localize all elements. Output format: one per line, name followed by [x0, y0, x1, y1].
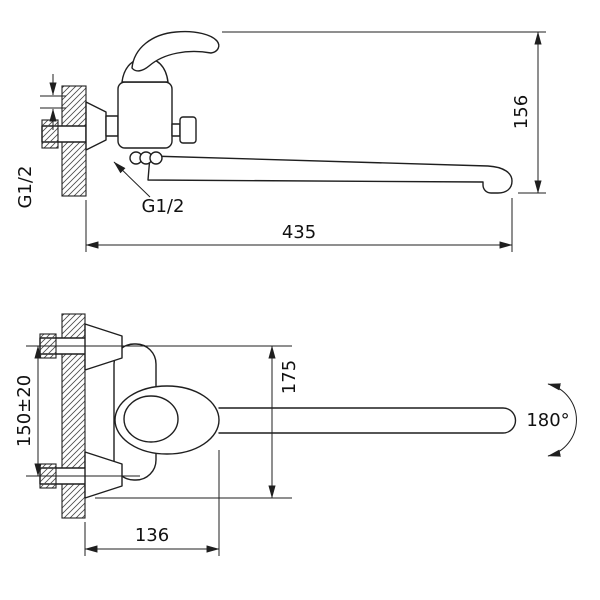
escutcheon-top	[84, 323, 123, 371]
dim-body-length-136: 136	[84, 450, 220, 556]
thread-wall-label: G1/2	[15, 166, 36, 209]
thread-spout-label: G1/2	[142, 196, 185, 217]
escutcheon	[85, 101, 107, 151]
dim-height-label: 156	[511, 95, 532, 129]
handle-dome-inner	[123, 395, 179, 443]
thread-spout-callout: G1/2	[113, 161, 185, 217]
supply-nut	[41, 119, 59, 149]
dim-reach-435: 435	[85, 198, 513, 252]
diverter-stem	[171, 123, 181, 137]
spout	[218, 407, 517, 434]
spout	[147, 155, 513, 194]
side-view: G1/2 G1/2 156 435	[15, 30, 546, 252]
dim-height-156: 156	[222, 31, 546, 194]
thread-marks	[40, 74, 66, 130]
swivel-angle-label: 180°	[526, 410, 569, 431]
wall-section	[61, 313, 86, 519]
dim-height-175: 175	[95, 345, 300, 499]
dim-supply-centers-150: 150±20	[14, 345, 42, 477]
front-view: 150±20 175 136 180°	[14, 313, 577, 556]
dim-reach-label: 435	[282, 222, 316, 243]
diverter-knob	[179, 116, 197, 144]
dim-height-label: 175	[279, 360, 300, 394]
dim-supply-centers-label: 150±20	[14, 375, 35, 447]
escutcheon-bottom	[84, 451, 123, 499]
escutcheon-flange	[105, 115, 119, 137]
handle-lever	[131, 30, 220, 72]
swivel-angle-annotation: 180°	[526, 383, 577, 457]
diverter-ring	[149, 151, 163, 165]
dim-body-length-label: 136	[135, 525, 169, 546]
swivel-arc	[547, 383, 577, 457]
handle-dome	[114, 385, 220, 455]
valve-body	[117, 81, 173, 149]
